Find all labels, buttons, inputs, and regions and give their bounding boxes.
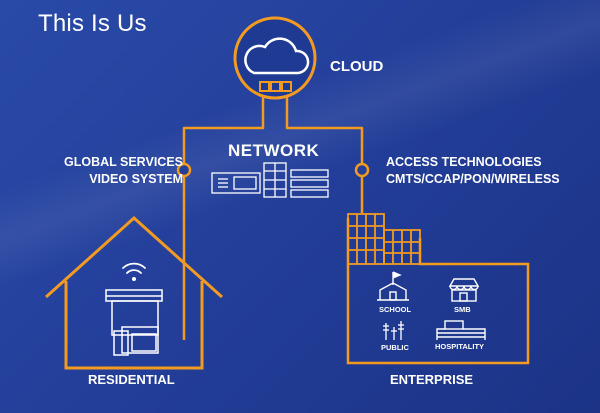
left-connector-node xyxy=(176,162,192,178)
global-services-label: GLOBAL SERVICES VIDEO SYSTEM xyxy=(64,154,183,188)
right-label-line-1: ACCESS TECHNOLOGIES xyxy=(386,155,542,169)
right-connector-node xyxy=(354,162,370,178)
left-label-line-2: VIDEO SYSTEM xyxy=(89,172,183,186)
building-icon xyxy=(346,213,530,365)
school-icon xyxy=(377,271,409,301)
house-icon xyxy=(44,215,224,370)
hospitality-label: HOSPITALITY xyxy=(435,342,485,351)
wifi-icon xyxy=(122,262,146,281)
public-antenna-icon xyxy=(383,321,404,340)
cloud-label: CLOUD xyxy=(330,58,384,75)
cloud-icon xyxy=(244,37,310,75)
residential-label: RESIDENTIAL xyxy=(88,372,175,387)
connector-lines xyxy=(182,93,364,340)
store-icon xyxy=(448,278,480,302)
public-label: PUBLIC xyxy=(381,343,409,352)
hospitality-icon xyxy=(436,320,486,340)
page-title: This Is Us xyxy=(38,10,147,37)
cloud-node xyxy=(233,16,317,100)
access-technologies-label: ACCESS TECHNOLOGIES CMTS/CCAP/PON/WIRELE… xyxy=(386,154,560,188)
enterprise-label: ENTERPRISE xyxy=(390,372,474,387)
smb-label: SMB xyxy=(454,305,471,314)
network-equipment-icon xyxy=(211,162,329,198)
right-label-line-2: CMTS/CCAP/PON/WIRELESS xyxy=(386,172,560,186)
devices-icon xyxy=(105,289,163,356)
left-label-line-1: GLOBAL SERVICES xyxy=(63,155,183,169)
left-connector xyxy=(182,93,265,340)
school-label: SCHOOL xyxy=(379,305,412,314)
network-label: NETWORK xyxy=(228,141,320,160)
cloud-ports xyxy=(259,81,292,92)
